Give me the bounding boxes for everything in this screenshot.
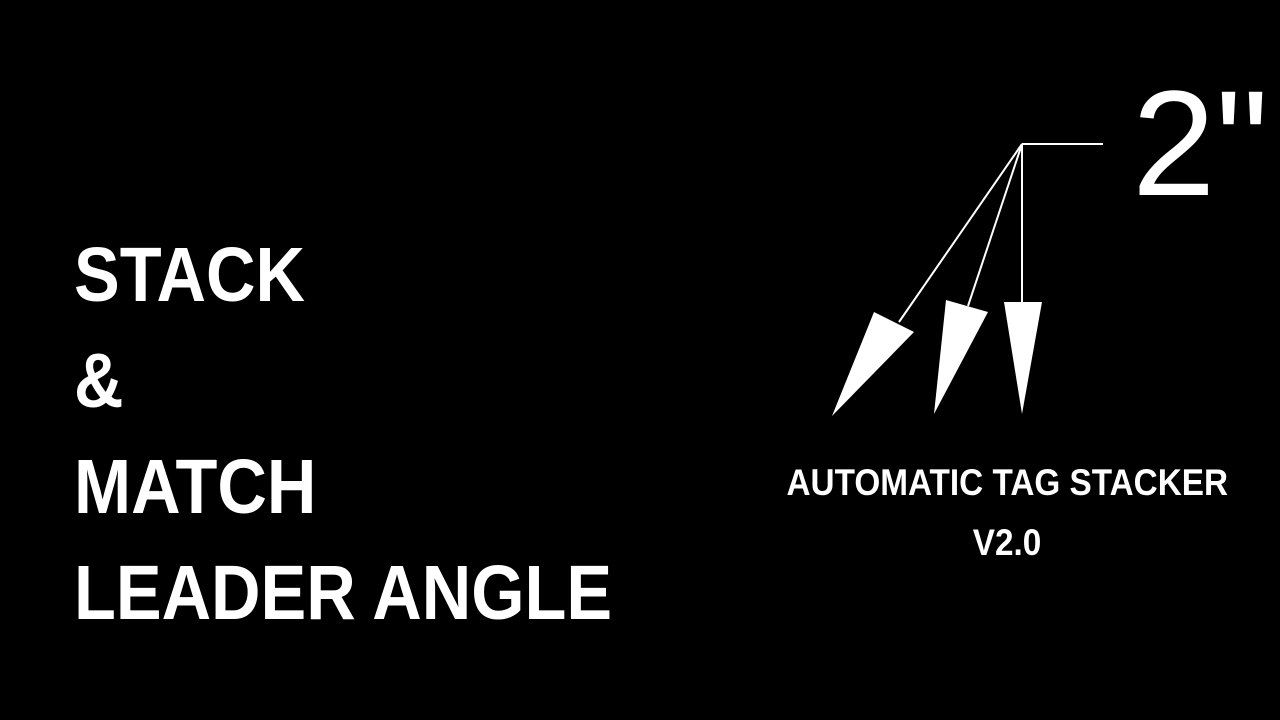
leader-arrows-icon [832, 143, 1103, 416]
arrowhead-right-icon [1004, 302, 1042, 414]
headline-line-ampersand: & [74, 338, 124, 424]
product-version: V2.0 [972, 522, 1042, 563]
headline-line-stack: STACK [74, 232, 305, 318]
leader-line-left [832, 143, 1023, 416]
arrowhead-left-icon [832, 312, 914, 416]
leader-line-right [1004, 144, 1042, 414]
headline-line-match: MATCH [74, 444, 317, 530]
tag-size-label: 2" [1132, 59, 1269, 227]
product-name: AUTOMATIC TAG STACKER [786, 462, 1229, 503]
headline-line-leader-angle: LEADER ANGLE [74, 550, 613, 636]
arrowhead-middle-icon [934, 300, 988, 414]
leader-line-middle [934, 143, 1023, 414]
headline: STACK & MATCH LEADER ANGLE [74, 222, 612, 646]
